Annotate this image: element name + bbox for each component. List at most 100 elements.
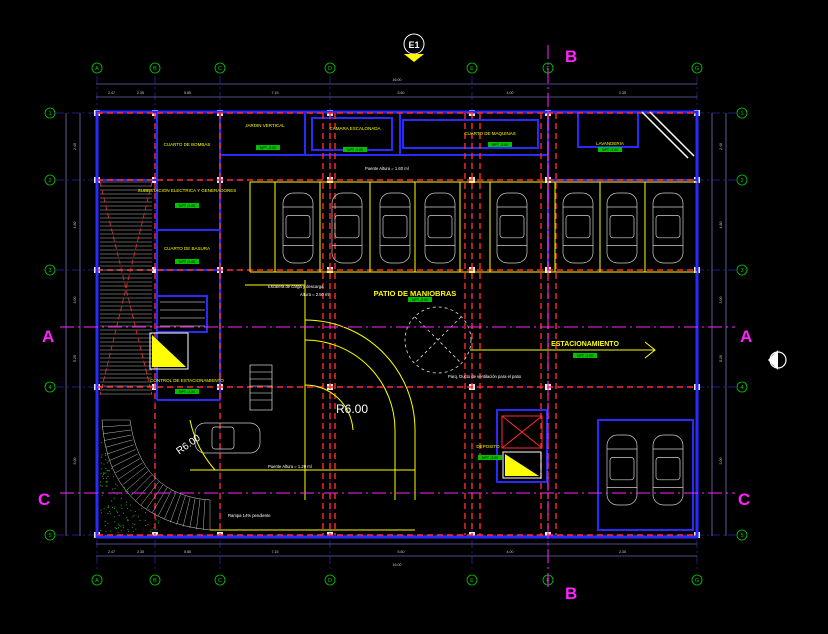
axis-number: 1 [740, 111, 743, 117]
hatch-dot [140, 505, 142, 507]
hatch-dot [110, 530, 112, 532]
axis-letter: A [95, 578, 99, 584]
ramp-x [99, 181, 153, 396]
label-stair-chamber: CAMARA ESCALONADA [329, 126, 380, 131]
hatch-dot [138, 516, 140, 518]
car [562, 192, 594, 264]
level-tag [175, 203, 199, 208]
dim-top-seg: 5.60 [398, 91, 405, 95]
hatch-dot [101, 485, 103, 487]
dim-right-seg: 3.00 [719, 458, 723, 465]
hatch-dot [106, 477, 108, 479]
ramp-stripe [105, 439, 133, 448]
dim-top-seg: 7.15 [272, 91, 279, 95]
hatch-dot [128, 531, 130, 533]
section-a-right: A [740, 327, 752, 346]
hatch-dot [100, 442, 102, 444]
dim-bottom-seg: 2.47 [108, 550, 115, 554]
hatch-dot [116, 510, 118, 512]
hatch-dot [106, 462, 108, 464]
hatch-dot [109, 511, 111, 513]
ramp-stripes [99, 181, 211, 530]
hatch-dot [120, 504, 122, 506]
level-tag [478, 455, 502, 460]
dim-top-seg: 2.47 [108, 91, 115, 95]
dim-left-seg: 4.80 [73, 222, 77, 229]
hatch-dot [100, 473, 102, 475]
ramp-x [99, 181, 153, 396]
note-ramp-slope: Rampa 14% pendiente [228, 513, 271, 518]
hatch-dot [113, 516, 115, 518]
axis-bubble [466, 574, 478, 586]
dim-left-seg: 2.40 [73, 143, 77, 150]
dimension-lines [65, 83, 727, 557]
hatch-dot [113, 497, 115, 499]
outer-walls [95, 110, 699, 539]
hatch-dot [105, 472, 107, 474]
hatch-dot [118, 515, 120, 517]
axis-bubble [91, 574, 103, 586]
hatch-dot [105, 459, 107, 461]
note-bridge: Puente Altura = 1.60 ml [365, 166, 409, 171]
hatch-dot [103, 472, 105, 474]
ramp-stripe [107, 444, 134, 455]
ramp-stripe [126, 470, 149, 491]
dim-top-seg: 4.00 [507, 91, 514, 95]
dim-bottom-seg: 2.35 [619, 550, 626, 554]
ramp-stripe [131, 474, 152, 496]
hatch-dot [104, 453, 106, 455]
hatch-dot [101, 468, 103, 470]
hatch-dot [105, 455, 107, 457]
hatch-dot [135, 528, 137, 530]
hatch-dot [106, 485, 108, 487]
room-labels: JARDIN VERTICAL CAMARA ESCALONADA CUARTO… [138, 123, 624, 449]
hatch-dot [120, 525, 122, 527]
hatch-dot [112, 506, 114, 508]
label-substation: SUBESTACION ELECTRICA Y GENERADORES [138, 188, 237, 193]
hatch-dot [100, 481, 102, 483]
level-tag [256, 145, 280, 150]
orientation-icon [768, 350, 787, 370]
hatch-dot [151, 529, 153, 531]
axis-letter: G [695, 66, 699, 72]
curved-ramp [189, 280, 416, 531]
level-tag [175, 259, 199, 264]
axis-bubble [44, 529, 56, 541]
label-fire-pump: CUARTO DE BOMBAS [164, 142, 211, 147]
ramp-stripe [146, 484, 164, 510]
axis-bubble [149, 62, 161, 74]
hatch-dot [126, 517, 128, 519]
hatch-dot [116, 493, 118, 495]
hatch-dot [130, 509, 132, 511]
hatch-dot [101, 491, 103, 493]
ramp-stripe [109, 449, 136, 461]
note-ramp-height: Altura = 2.50 ml [300, 292, 330, 297]
annotations: Puente Altura = 1.60 ml Escalera de carg… [228, 166, 522, 518]
hatch-dot [145, 511, 147, 513]
hatch-dot [131, 526, 133, 528]
hatch-dot [155, 519, 157, 521]
dim-right-seg: 5.20 [719, 355, 723, 362]
level-tag-text: NPT -3.00 [179, 390, 195, 394]
axis-bubble [324, 62, 336, 74]
note-vent: Parq. Ducto de ventilación para el patio [448, 374, 522, 379]
axis-number: 2 [48, 178, 51, 184]
hatch-dot [108, 470, 110, 472]
ramp-stripe [115, 458, 141, 474]
hatch-dot [120, 529, 122, 531]
axis-letter: E [470, 66, 474, 72]
axis-bubble [736, 174, 748, 186]
car [606, 192, 638, 264]
hatch-dot [149, 530, 151, 532]
hatch-dot [100, 462, 102, 464]
north-marker: E1 [403, 33, 425, 62]
ramp-stripe [189, 498, 196, 529]
dim-bottom-seg: 5.85 [184, 550, 191, 554]
hatch-dot [114, 521, 116, 523]
hatch-dot [148, 509, 150, 511]
hatch-dot [158, 522, 160, 524]
dim-top-seg: 5.85 [184, 91, 191, 95]
axis-bubble [214, 574, 226, 586]
hatch-dot [139, 520, 141, 522]
